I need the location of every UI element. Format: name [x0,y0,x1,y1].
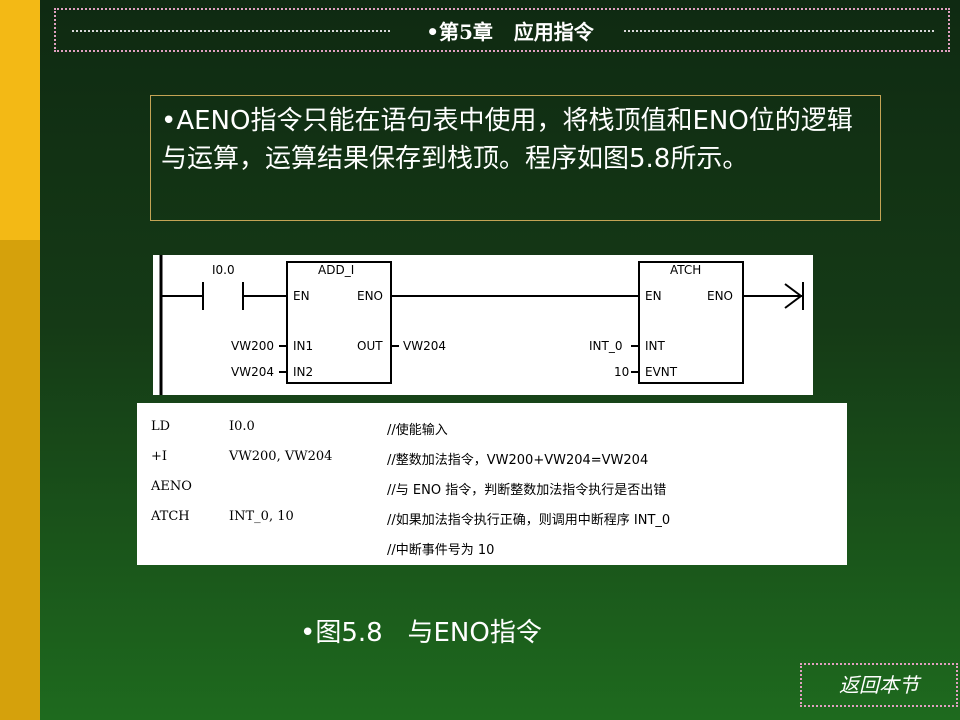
atch-en-label: EN [645,289,662,303]
stl-comment: //使能输入 [387,423,448,438]
stl-operand: VW200, VW204 [229,449,333,464]
add-i-block [286,261,392,384]
stl-operation: ATCH [151,509,190,524]
stl-operation: LD [151,419,171,434]
stl-comment: //如果加法指令执行正确，则调用中断程序 INT_0 [387,513,671,528]
stl-comment: //与 ENO 指令，判断整数加法指令执行是否出错 [387,483,667,498]
add-i-en-label: EN [293,289,310,303]
contact-label: I0.0 [212,263,235,277]
stl-listing: LD I0.0 //使能输入 +I VW200, VW204 //整数加法指令，… [137,403,847,565]
return-to-section-button[interactable]: 返回本节 [800,663,958,707]
figure-caption: •图5.8 与ENO指令 [300,618,542,648]
atch-evnt-value: 10 [614,365,629,379]
add-i-in1-value: VW200 [231,339,274,353]
stl-operand: INT_0, 10 [229,509,294,524]
chapter-title: •第5章 应用指令 [426,20,594,44]
left-accent-bar-bottom [0,240,40,720]
atch-eno-label: ENO [707,289,733,303]
header-frame: •第5章 应用指令 [54,8,950,52]
atch-int-value: INT_0 [589,339,622,353]
intro-text-box: •AENO指令只能在语句表中使用，将栈顶值和ENO位的逻辑与运算，运算结果保存到… [150,95,881,221]
add-i-in2-value: VW204 [231,365,274,379]
ladder-diagram: I0.0 ADD_I EN ENO IN1 IN2 OUT VW200 VW20… [153,255,813,395]
add-i-out-value: VW204 [403,339,446,353]
left-accent-bar-top [0,0,40,240]
stl-operation: +I [151,449,168,464]
stl-row: ATCH INT_0, 10 //如果加法指令执行正确，则调用中断程序 INT_… [137,501,847,531]
add-i-block-title: ADD_I [318,263,354,277]
add-i-in2-label: IN2 [293,365,313,379]
stl-operation: AENO [151,479,192,494]
header-dotted-rule-right [624,30,934,32]
stl-row: +I VW200, VW204 //整数加法指令，VW200+VW204=VW2… [137,441,847,471]
atch-evnt-label: EVNT [645,365,678,379]
stl-row: AENO //与 ENO 指令，判断整数加法指令执行是否出错 [137,471,847,501]
atch-block [638,261,744,384]
atch-int-label: INT [645,339,666,353]
intro-paragraph: •AENO指令只能在语句表中使用，将栈顶值和ENO位的逻辑与运算，运算结果保存到… [161,106,853,174]
rung-end-arrow [784,283,803,309]
stl-comment: //中断事件号为 10 [387,543,495,558]
add-i-in1-label: IN1 [293,339,313,353]
stl-comment: //整数加法指令，VW200+VW204=VW204 [387,453,649,468]
stl-row: LD I0.0 //使能输入 [137,411,847,441]
header-dotted-rule-left [72,30,390,32]
add-i-out-label: OUT [357,339,383,353]
atch-block-title: ATCH [670,263,701,277]
add-i-eno-label: ENO [357,289,383,303]
stl-operand: I0.0 [229,419,255,434]
stl-row: //中断事件号为 10 [137,531,847,561]
